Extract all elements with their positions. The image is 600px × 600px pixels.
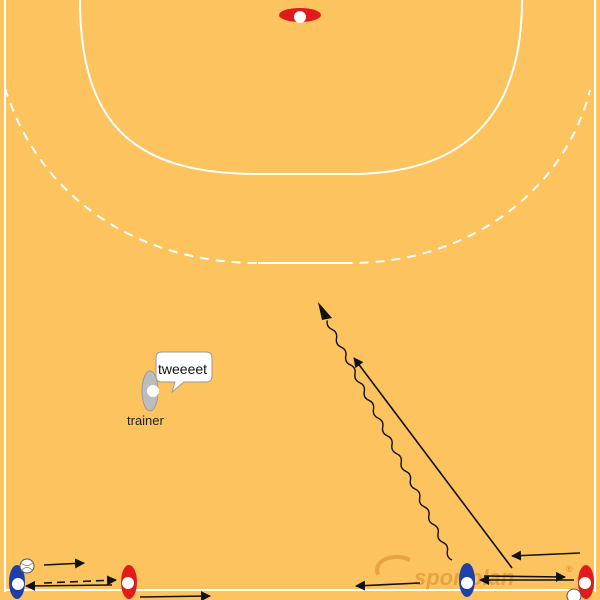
goal-area-line [79,0,523,175]
run-arrow-bottom-left [139,591,211,600]
trainer-label: trainer [127,413,165,428]
red-player-left [121,565,137,599]
pass-arrow-back [25,580,113,591]
ball-icon-right [566,588,582,600]
ball-icon-left [19,558,35,574]
pass-arrow-right-out [483,571,566,582]
goalkeeper-player-icon [279,8,321,23]
run-arrow-bottom-right [355,580,421,591]
trainer-icon [141,370,159,412]
run-arrow-top-left [43,558,85,569]
run-arrow-top-right [511,550,581,561]
speech-bubble: tweeeet [155,351,213,394]
pass-arrow-diagonal [353,357,513,569]
dribble-arrow [326,320,453,561]
blue-player-left [9,565,25,599]
watermark-mark: ® [566,564,573,574]
blue-player-right [459,563,475,597]
dribble-arrow-head [318,302,332,320]
red-player-right [578,565,594,599]
speech-bubble-text: tweeeet [158,361,207,377]
